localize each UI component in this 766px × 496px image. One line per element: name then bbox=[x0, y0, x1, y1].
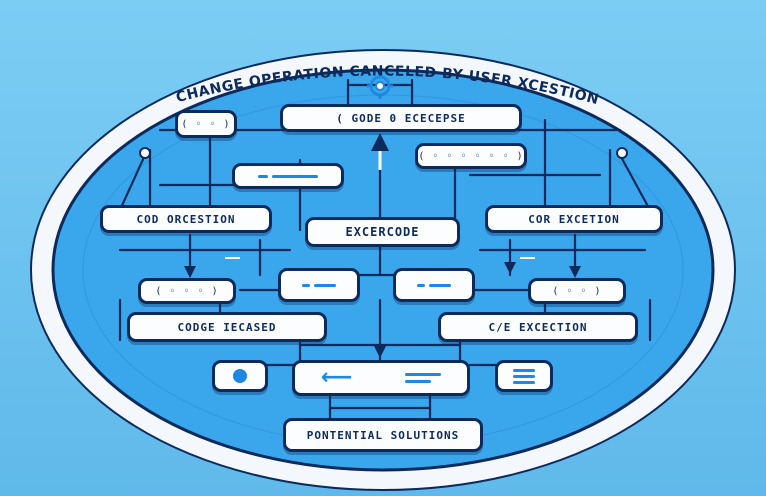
node-left-mid: COD ORCESTION bbox=[100, 205, 272, 233]
node-center-right-row4 bbox=[393, 268, 475, 302]
node-left-row5: CODGE IECASED bbox=[127, 312, 327, 342]
node-label: EXCERCODE bbox=[345, 225, 420, 239]
dash-lines bbox=[258, 174, 318, 178]
dash-lines bbox=[302, 283, 336, 287]
svg-text:CHANGE OPERATION CANCELED BY U: CHANGE OPERATION CANCELED BY USER XCESTI… bbox=[174, 63, 600, 108]
title-arc: CHANGE OPERATION CANCELED BY USER XCESTI… bbox=[174, 63, 600, 108]
diagram-title: CHANGE OPERATION CANCELED BY USER XCESTI… bbox=[174, 63, 600, 108]
node-right-row5: C/E EXCECTION bbox=[438, 312, 638, 342]
node-right-row4: ( ◦ ◦ ) bbox=[528, 278, 626, 304]
node-center-mid: EXCERCODE bbox=[305, 217, 460, 247]
node-label: ( ◦ ◦ ) bbox=[181, 118, 231, 130]
node-left-upper bbox=[232, 163, 344, 189]
node-right-mid: COR EXCETION bbox=[485, 205, 663, 233]
node-right-upper: ( ◦ ◦ ◦ ◦ ◦ ◦ ) bbox=[415, 143, 527, 169]
gear-icon bbox=[367, 73, 393, 99]
node-label: ( ◦ ◦ ) bbox=[552, 285, 602, 297]
list-icon bbox=[513, 368, 535, 384]
node-label: COR EXCETION bbox=[528, 212, 620, 226]
node-label: C/E EXCECTION bbox=[488, 320, 588, 334]
node-top-small: ( ◦ ◦ ) bbox=[175, 110, 237, 138]
node-label: ( ◦ ◦ ◦ ◦ ◦ ◦ ) bbox=[418, 150, 524, 162]
node-bottom-left bbox=[212, 360, 268, 392]
left-arrow-icon: ⟵ bbox=[320, 365, 354, 390]
toggle-icon bbox=[233, 369, 247, 383]
dash-lines bbox=[405, 373, 442, 383]
node-bottom-solutions: PONTENTIAL SOLUTIONS bbox=[283, 418, 483, 452]
dash-lines bbox=[417, 283, 451, 287]
node-top-main: ( GODE 0 ECECEPSE bbox=[280, 104, 522, 132]
node-label: ( GODE 0 ECECEPSE bbox=[336, 111, 466, 125]
node-bottom-right bbox=[495, 360, 553, 392]
node-bottom-center: ⟵ bbox=[292, 360, 470, 396]
node-center-left-row4 bbox=[278, 268, 360, 302]
solutions-label: PONTENTIAL SOLUTIONS bbox=[306, 428, 460, 442]
node-label: COD ORCESTION bbox=[136, 212, 236, 226]
node-label: CODGE IECASED bbox=[177, 320, 277, 334]
node-label: ( ◦ ◦ ◦ ) bbox=[155, 285, 219, 297]
node-left-row4: ( ◦ ◦ ◦ ) bbox=[138, 278, 236, 304]
